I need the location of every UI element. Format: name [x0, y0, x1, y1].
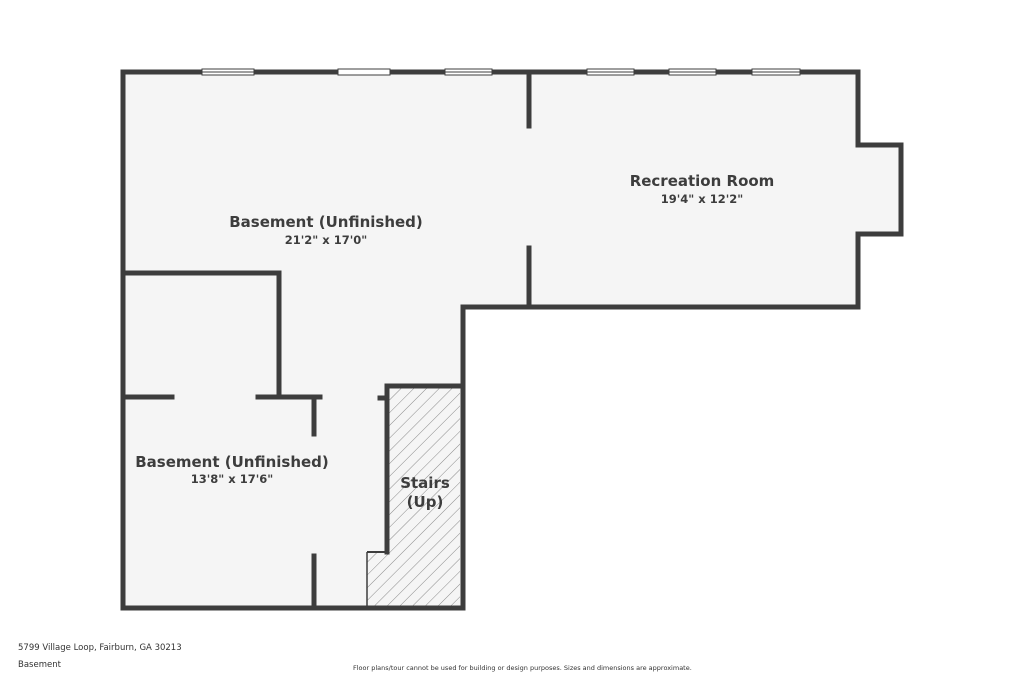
room-name-recreation-room: Recreation Room	[630, 172, 775, 190]
window	[668, 68, 717, 76]
floor-area	[123, 72, 901, 608]
outer-wall	[120, 69, 904, 611]
window	[337, 68, 391, 76]
property-address: 5799 Village Loop, Fairburn, GA 30213	[18, 643, 182, 653]
room-name-basement-small: Basement (Unfinished)	[135, 453, 329, 471]
room-dimensions-recreation-room: 19'4" x 12'2"	[661, 192, 743, 206]
walls	[120, 69, 904, 611]
room-dimensions-basement-main: 21'2" x 17'0"	[285, 233, 367, 247]
stairs-hatch	[367, 386, 460, 606]
room-name-basement-main: Basement (Unfinished)	[229, 213, 423, 231]
small-room-top-wall	[120, 270, 282, 400]
window	[201, 68, 255, 76]
window	[751, 68, 801, 76]
disclaimer-text: Floor plans/tour cannot be used for buil…	[353, 664, 692, 672]
room-name-stairs-line1: Stairs	[400, 474, 450, 492]
room-name-stairs-line2: (Up)	[407, 493, 444, 511]
stairs-wall	[384, 383, 464, 555]
window	[444, 68, 493, 76]
windows	[201, 68, 801, 76]
window	[586, 68, 635, 76]
room-dimensions-basement-small: 13'8" x 17'6"	[191, 472, 273, 486]
floor-level-label: Basement	[18, 660, 61, 670]
